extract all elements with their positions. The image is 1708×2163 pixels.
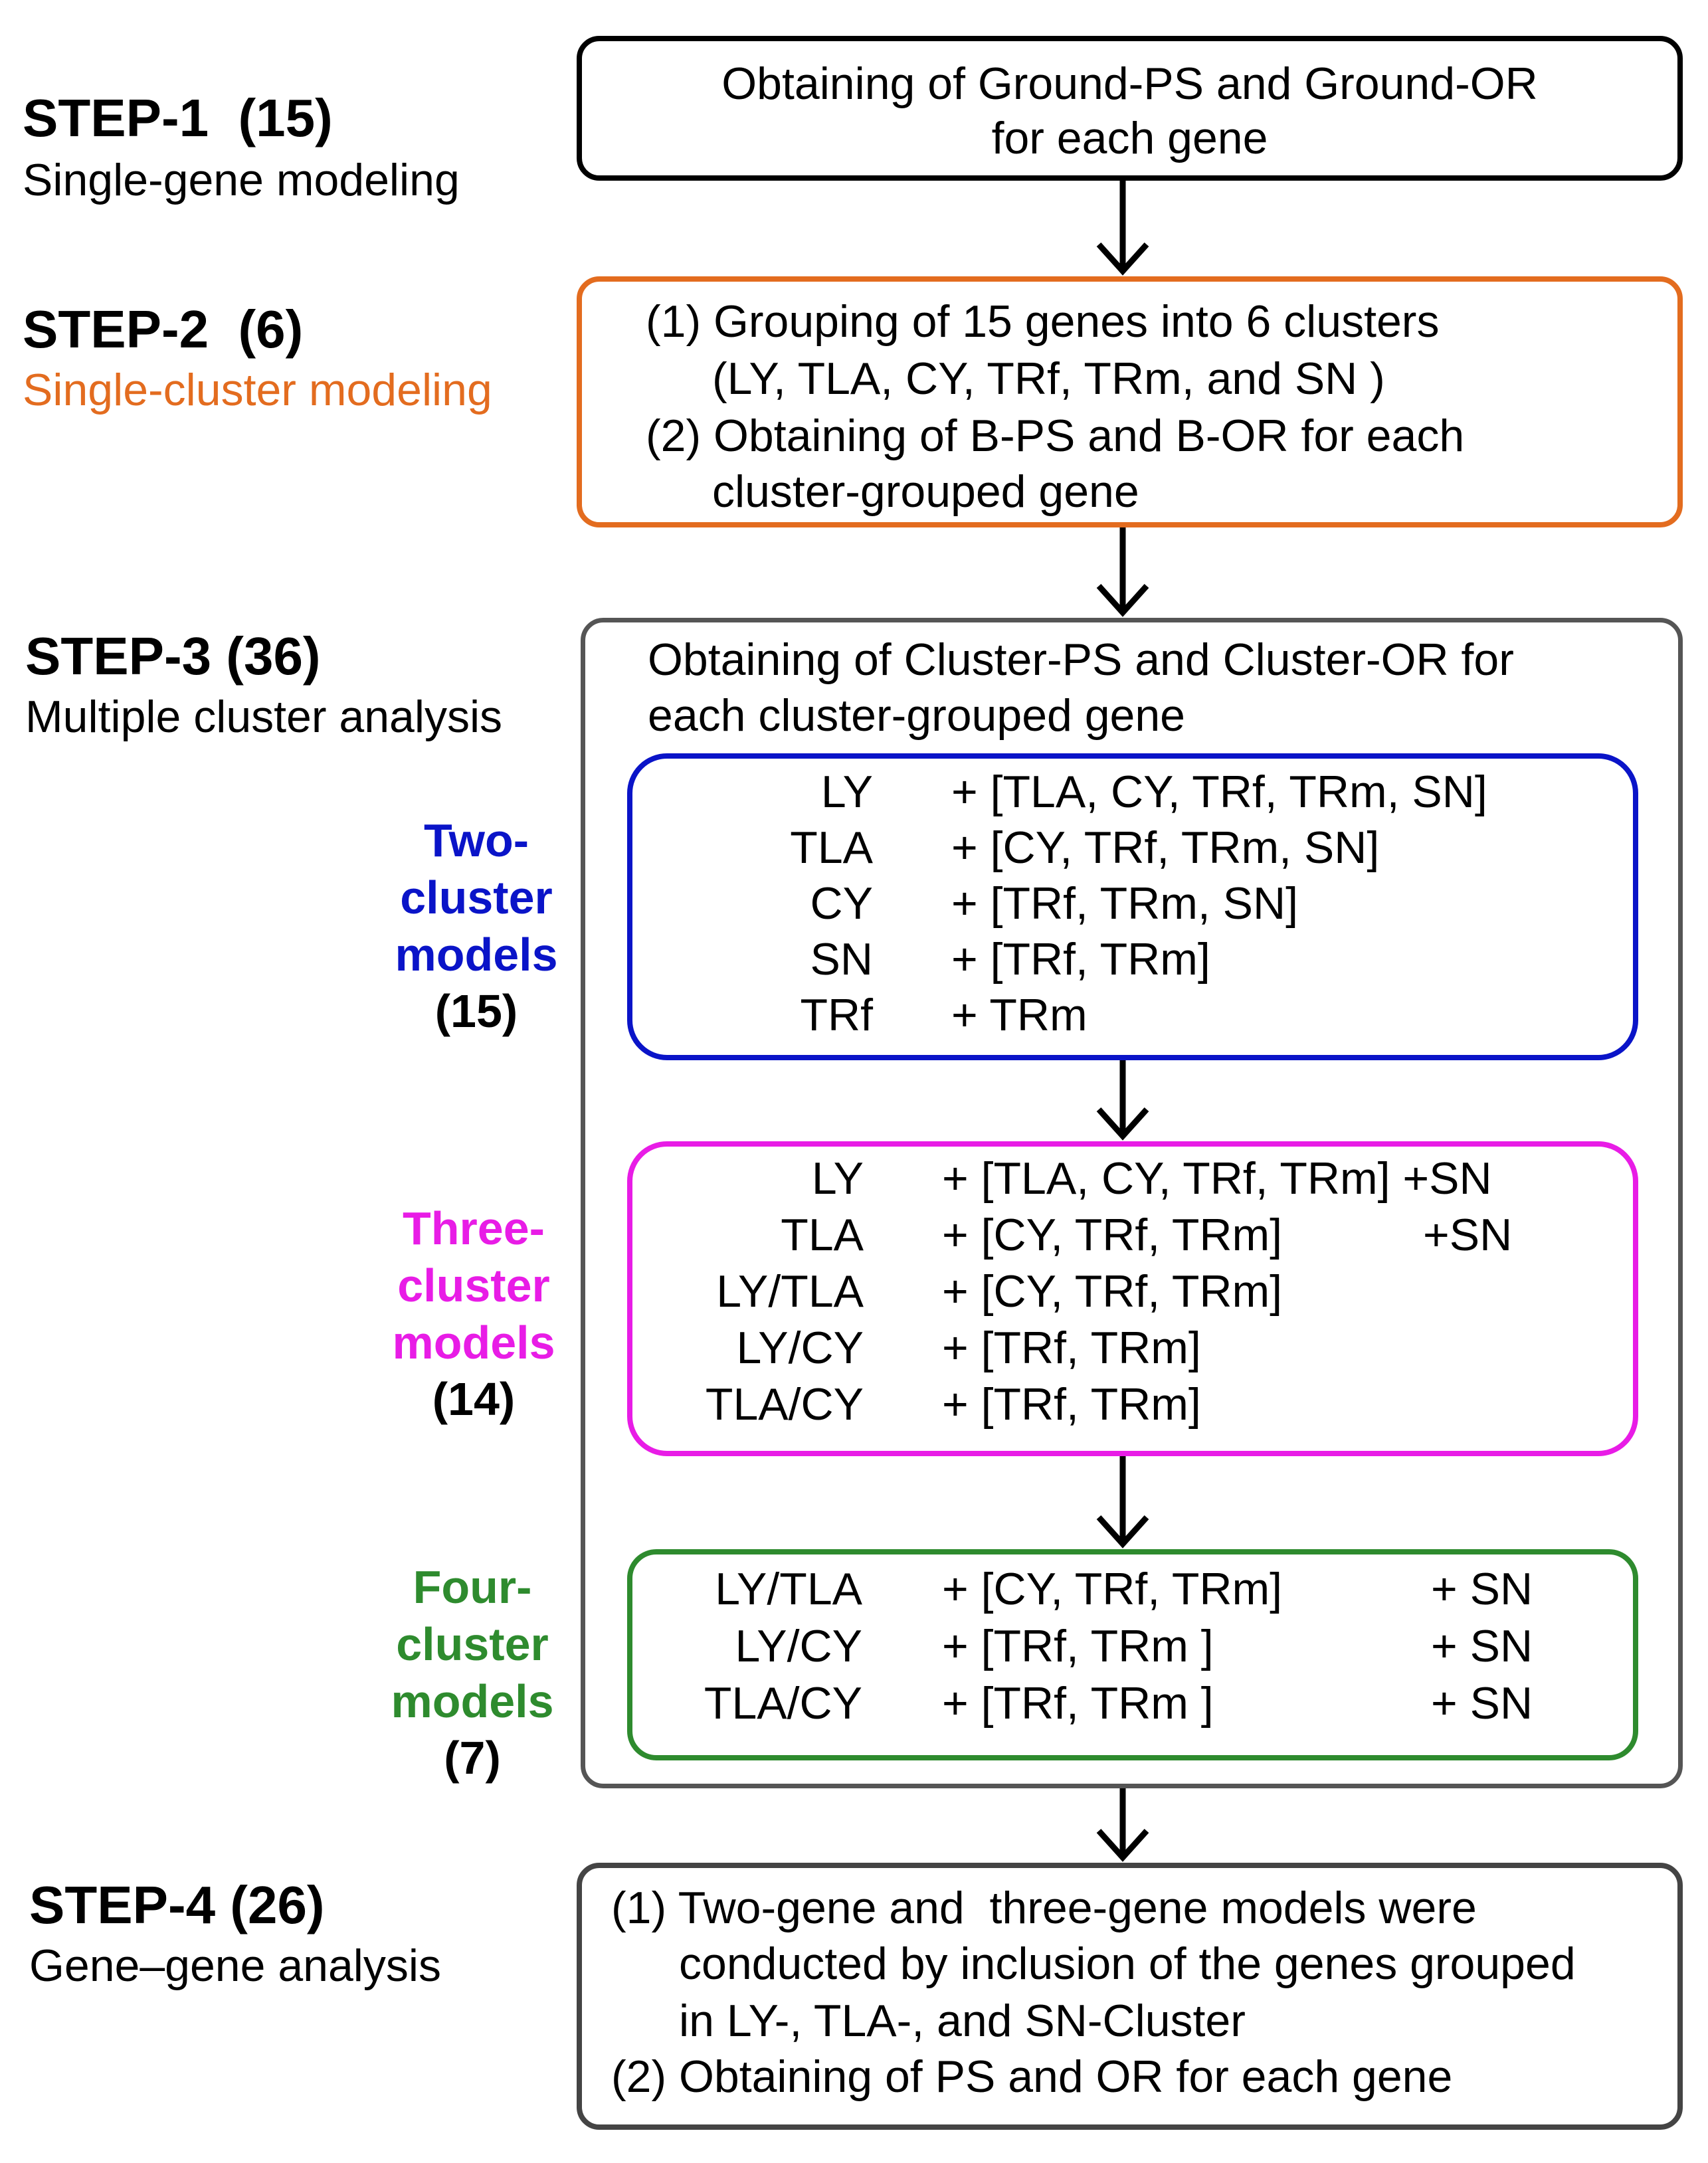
four-cluster-row-left: LY/CY (735, 1621, 862, 1671)
step3-subtitle: Multiple cluster analysis (25, 692, 503, 742)
arrow-three-to-four (1096, 1456, 1149, 1549)
step1-title: STEP-1 (15) (23, 88, 333, 147)
step1-box: Obtaining of Ground-PS and Ground-OR for… (577, 36, 1683, 181)
four-cluster-count: (7) (444, 1732, 501, 1784)
step4-subtitle: Gene–gene analysis (29, 1940, 442, 1991)
three-cluster-count: (14) (432, 1373, 516, 1425)
step2-box: (1) Grouping of 15 genes into 6 clusters… (577, 276, 1683, 527)
step1-box-line1: Obtaining of Ground-PS and Ground-OR (721, 58, 1538, 109)
step4-box-line4: (2) Obtaining of PS and OR for each gene (611, 2051, 1453, 2102)
two-cluster-row-right: + [TRf, TRm] (951, 934, 1210, 985)
two-cluster-row-right: + TRm (951, 990, 1088, 1040)
two-cluster-row-right: + [TLA, CY, TRf, TRm, SN] (951, 767, 1487, 817)
three-cluster-row-left: LY/TLA (716, 1266, 864, 1317)
two-cluster-label-line3: models (395, 929, 558, 981)
four-cluster-row-right: + [TRf, TRm ] (942, 1678, 1214, 1729)
three-cluster-row-left: TLA/CY (705, 1379, 864, 1430)
two-cluster-box: LY + [TLA, CY, TRf, TRm, SN] TLA + [CY, TRf… (627, 753, 1638, 1060)
two-cluster-row-right: + [CY, TRf, TRm, SN] (951, 822, 1380, 873)
arrow-step1-to-step2 (1096, 181, 1149, 276)
step2-subtitle: Single-cluster modeling (23, 365, 492, 415)
step4-title: STEP-4 (26) (29, 1875, 325, 1934)
step3-title: STEP-3 (36) (25, 626, 321, 686)
four-cluster-row-extra: + SN (1431, 1621, 1533, 1671)
step2-box-line1: (1) Grouping of 15 genes into 6 clusters (646, 296, 1440, 347)
two-cluster-label-line1: Two- (423, 814, 529, 866)
four-cluster-label-line3: models (391, 1675, 554, 1727)
two-cluster-row-left: TLA (790, 822, 873, 873)
step4-box: (1) Two-gene and three-gene models were … (577, 1863, 1683, 2130)
step3-box-line1: Obtaining of Cluster-PS and Cluster-OR f… (648, 634, 1514, 685)
three-cluster-row-right: + [TLA, CY, TRf, TRm] +SN (942, 1153, 1492, 1204)
arrow-two-to-three (1096, 1060, 1149, 1141)
three-cluster-row-right: + [TRf, TRm] (942, 1323, 1201, 1373)
four-cluster-label: Four- cluster models (363, 1558, 582, 1730)
three-cluster-box: LY + [TLA, CY, TRf, TRm] +SN TLA + [CY, TRf… (627, 1141, 1638, 1456)
step2-box-line3: (2) Obtaining of B-PS and B-OR for each (646, 411, 1465, 461)
three-cluster-row-extra: +SN (1423, 1210, 1513, 1260)
four-cluster-label-line2: cluster (396, 1618, 549, 1670)
step2-title: STEP-2 (6) (23, 300, 304, 359)
two-cluster-row-left: SN (810, 934, 873, 985)
four-cluster-label-line1: Four- (413, 1561, 532, 1613)
arrow-step2-to-step3 (1096, 527, 1149, 617)
four-cluster-row-right: + [TRf, TRm ] (942, 1621, 1214, 1671)
arrow-step3-to-step4 (1096, 1788, 1149, 1862)
four-cluster-row-left: LY/TLA (715, 1564, 862, 1614)
three-cluster-label-line1: Three- (403, 1202, 545, 1254)
three-cluster-label-line3: models (392, 1317, 555, 1368)
two-cluster-label: Two- cluster models (367, 812, 586, 983)
four-cluster-row-extra: + SN (1431, 1678, 1533, 1729)
four-cluster-row-left: TLA/CY (704, 1678, 862, 1729)
step1-subtitle: Single-gene modeling (23, 155, 460, 205)
three-cluster-row-left: TLA (781, 1210, 864, 1260)
step4-box-line2: conducted by inclusion of the genes grou… (679, 1938, 1576, 1989)
two-cluster-row-left: TRf (800, 990, 873, 1040)
step2-box-line2: (LY, TLA, CY, TRf, TRm, and SN ) (712, 353, 1385, 404)
two-cluster-row-left: LY (820, 767, 873, 817)
three-cluster-row-right: + [CY, TRf, TRm] (942, 1266, 1283, 1317)
step3-box-line2: each cluster-grouped gene (648, 690, 1185, 741)
four-cluster-row-right: + [CY, TRf, TRm] (942, 1564, 1283, 1614)
step4-box-line1: (1) Two-gene and three-gene models were (611, 1883, 1477, 1933)
three-cluster-label: Three- cluster models (364, 1200, 583, 1371)
three-cluster-row-right: + [TRf, TRm] (942, 1379, 1201, 1430)
three-cluster-row-left: LY (811, 1153, 864, 1204)
two-cluster-count: (15) (434, 985, 518, 1037)
two-cluster-row-left: CY (810, 878, 873, 929)
four-cluster-box: LY/TLA + [CY, TRf, TRm] + SN LY/CY + [TRf, T… (627, 1549, 1638, 1760)
two-cluster-row-right: + [TRf, TRm, SN] (951, 878, 1299, 929)
step1-box-line2: for each gene (991, 113, 1268, 163)
three-cluster-label-line2: cluster (397, 1260, 550, 1311)
three-cluster-row-left: LY/CY (736, 1323, 864, 1373)
step2-box-line4: cluster-grouped gene (712, 466, 1139, 517)
two-cluster-label-line2: cluster (400, 872, 553, 923)
four-cluster-row-extra: + SN (1431, 1564, 1533, 1614)
step4-box-line3: in LY-, TLA-, and SN-Cluster (679, 1996, 1246, 2046)
three-cluster-row-right: + [CY, TRf, TRm] (942, 1210, 1283, 1260)
